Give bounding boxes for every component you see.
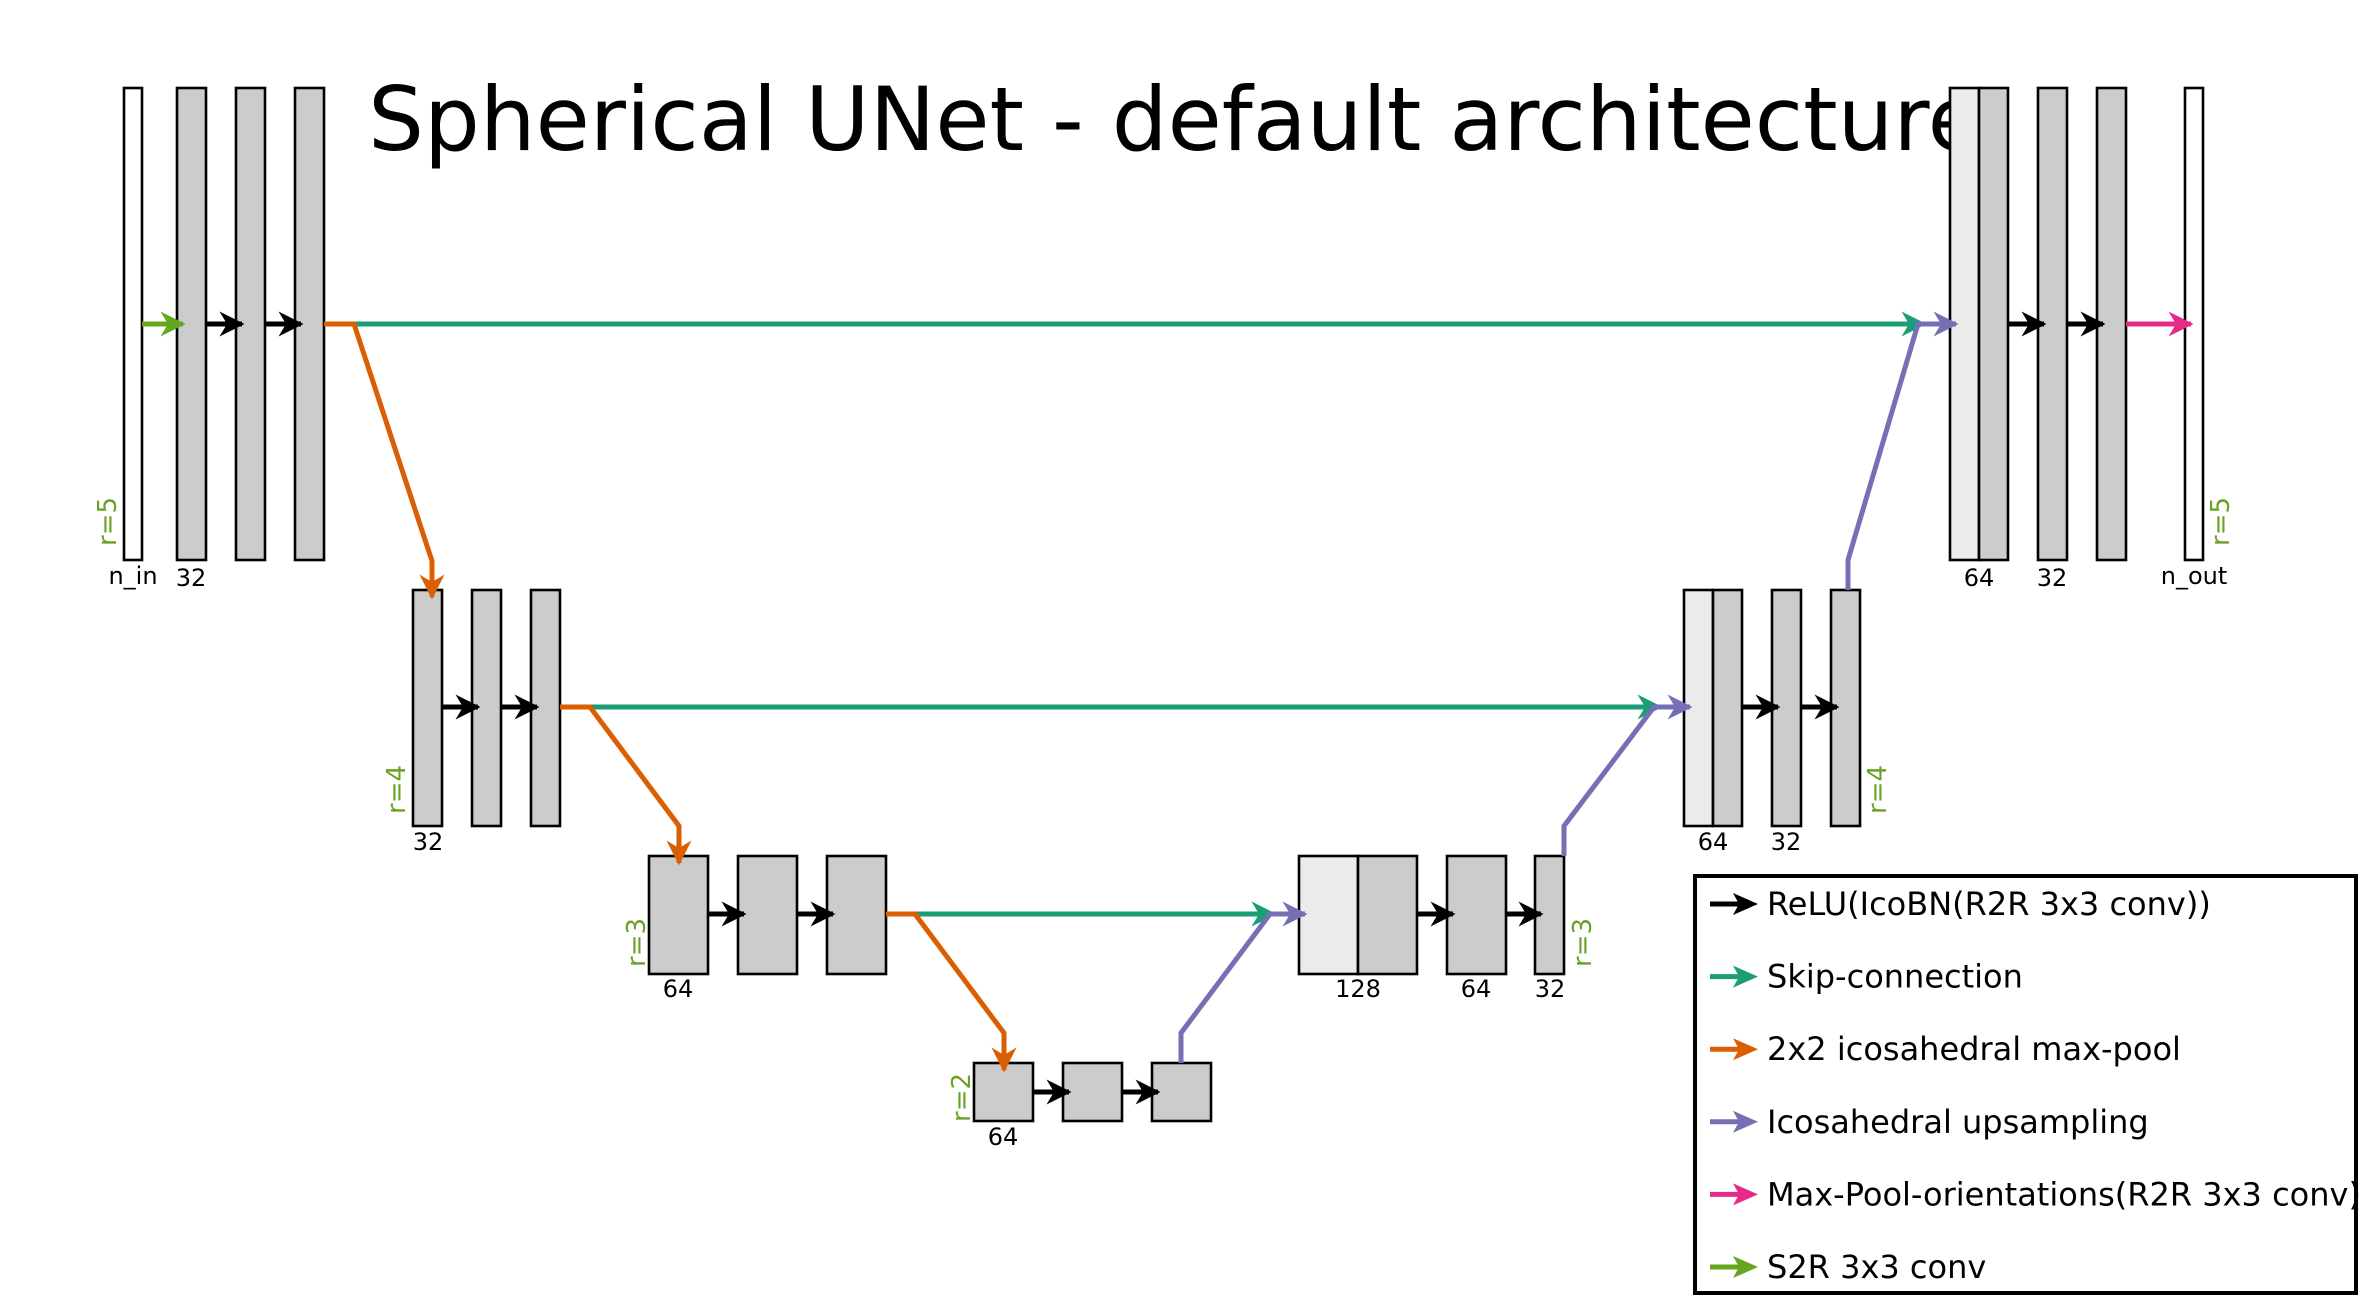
legend-item: Max-Pool-orientations(R2R 3x3 conv) <box>1710 1175 2361 1213</box>
encoder-l2-block-1 <box>411 588 444 828</box>
legend-label: 2x2 icosahedral max-pool <box>1767 1030 2181 1068</box>
channel-label: 64 <box>988 1123 1019 1151</box>
encoder-l3-block-2 <box>736 854 799 976</box>
upsampling-paths <box>1178 311 1959 1063</box>
legend-item: ReLU(IcoBN(R2R 3x3 conv)) <box>1710 885 2211 923</box>
max-pool-l2-to-l3 <box>560 704 692 866</box>
channel-label: n_out <box>2161 562 2228 590</box>
bottleneck-block-1 <box>972 1061 1035 1123</box>
resolution-label: r=3 <box>622 918 652 967</box>
legend-label: S2R 3x3 conv <box>1767 1248 1986 1286</box>
channel-label: 32 <box>413 828 444 856</box>
legend-item: 2x2 icosahedral max-pool <box>1710 1030 2181 1068</box>
upsample-l4-to-l3 <box>1178 901 1308 1063</box>
decoder-l3-block-1 <box>1445 854 1508 976</box>
max-pool-l3-to-l4 <box>886 911 1017 1073</box>
channel-label: 64 <box>1964 564 1995 592</box>
legend-item: Icosahedral upsampling <box>1710 1103 2149 1141</box>
arrow-icon <box>1733 1183 1758 1206</box>
decoder-l3-concat-left <box>1297 854 1360 976</box>
channel-label: 64 <box>663 975 694 1003</box>
arrow-icon <box>1733 1110 1758 1133</box>
channel-label: 32 <box>176 564 207 592</box>
channel-label: 64 <box>1698 828 1729 856</box>
input-block <box>122 86 144 562</box>
legend-item: Skip-connection <box>1710 958 2023 996</box>
resolution-label: r=4 <box>382 765 412 814</box>
channel-label: n_in <box>108 562 157 590</box>
legend-label: Skip-connection <box>1767 958 2023 996</box>
channel-label: 32 <box>1535 975 1566 1003</box>
encoder-l3-block-1 <box>647 854 710 976</box>
resolution-label: r=4 <box>1863 765 1893 814</box>
max-pool-l1-to-l2 <box>324 321 445 600</box>
arrow-icon <box>1733 1038 1758 1061</box>
legend-items: ReLU(IcoBN(R2R 3x3 conv)) Skip-connection… <box>1710 885 2361 1286</box>
legend: ReLU(IcoBN(R2R 3x3 conv)) Skip-connection… <box>1693 874 2361 1295</box>
max-pool-paths <box>324 321 1017 1073</box>
arrow-icon <box>1733 965 1758 988</box>
channel-label: 32 <box>2037 564 2068 592</box>
upsample-l3-to-l2 <box>1561 694 1693 856</box>
conv-arrows <box>206 311 2106 1105</box>
resolution-label: r=5 <box>2206 497 2236 546</box>
legend-box <box>1693 874 2358 1295</box>
upsample-l2-to-l1 <box>1845 311 1959 590</box>
bottleneck-block-2 <box>1061 1061 1124 1123</box>
decoder-l3-concat-right <box>1356 854 1419 976</box>
diagram-title: Spherical UNet - default architecture <box>368 68 1982 171</box>
decoder-l1-concat-right <box>1977 86 2010 562</box>
channel-label: 32 <box>1771 828 1802 856</box>
channel-label: 64 <box>1461 975 1492 1003</box>
resolution-label: r=3 <box>1568 918 1598 967</box>
channel-label: 128 <box>1335 975 1381 1003</box>
skip-connections <box>354 311 1927 927</box>
resolution-label: r=5 <box>93 497 123 546</box>
legend-item: S2R 3x3 conv <box>1710 1248 1986 1286</box>
legend-label: Icosahedral upsampling <box>1767 1103 2149 1141</box>
arrow-icon <box>1733 1256 1758 1278</box>
bottleneck-block-3 <box>1150 1061 1213 1123</box>
resolution-label: r=2 <box>947 1073 977 1122</box>
legend-label: Max-Pool-orientations(R2R 3x3 conv) <box>1767 1175 2361 1213</box>
legend-label: ReLU(IcoBN(R2R 3x3 conv)) <box>1767 885 2211 923</box>
arrow-icon <box>1733 893 1758 915</box>
decoder-l2-concat-right <box>1711 588 1744 828</box>
encoder-l3-block-3 <box>825 854 888 976</box>
